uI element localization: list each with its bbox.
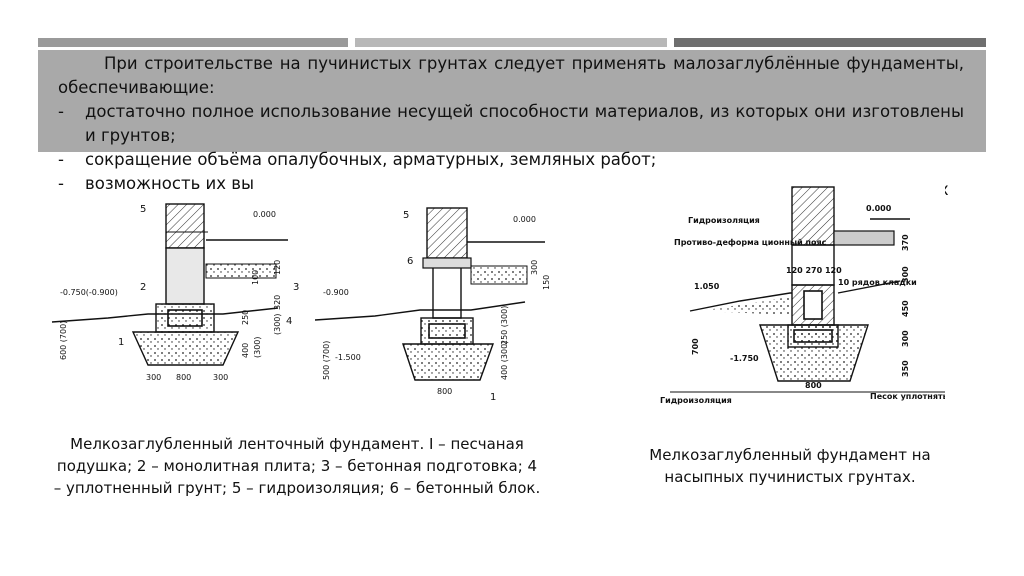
fig1-dim-300c: (300) [273, 313, 282, 335]
fig2-level-top: 0.000 [513, 215, 536, 224]
bullet-text: сокращение объёма опалубочных, арматурны… [85, 150, 657, 169]
fig1-label-2: 2 [140, 282, 146, 293]
fig3-belt-dims: 120 270 120 [786, 266, 842, 275]
fig2-label-5: 5 [403, 210, 409, 221]
fig1-dim-250: 250 [241, 310, 250, 325]
fig1-dim-400: 400 [241, 343, 250, 358]
bullet-item-2: - сокращение объёма опалубочных, арматурн… [58, 148, 964, 172]
fig2-label-6: 6 [407, 256, 413, 267]
figure-block-foundation: 5 6 1 0.000 -0.900 -1.500 800 500 (700) … [315, 207, 551, 403]
fig2-level-ground: -0.900 [323, 288, 349, 297]
bullet-dash: - [58, 150, 64, 169]
fig2-labels: 5 6 1 0.000 -0.900 -1.500 800 500 (700) … [322, 210, 551, 403]
header-bar-right [674, 38, 986, 47]
fig1-labels: 5 2 1 3 4 0.000 -0.750(-0.900) 300 800 3… [59, 204, 299, 382]
caption-fill-soil-foundation: Мелкозаглубленный фундамент на насыпных … [649, 446, 931, 486]
intro-paragraph: При строительстве на пучинистых грунтах … [58, 54, 964, 97]
bullet-dash: - [58, 174, 64, 193]
fig2-dim-500: 500 (700) [322, 341, 331, 380]
bullet-item-1: - достаточно полное использование несущей… [58, 100, 964, 148]
fig2-dim-150: 150 [542, 275, 551, 290]
fig3-level-bottom: -1.750 [730, 354, 759, 363]
fig3-belt: Противо-деформа ционный пояс [674, 238, 827, 247]
text-highlight-box [38, 50, 986, 152]
header-bar-left [38, 38, 348, 47]
bullet-item-3: - возможность их вы [58, 172, 964, 196]
fig1-dim-300b: 300 [213, 373, 228, 382]
fig3-hydro-bottom: Гидроизоляция [660, 396, 732, 405]
fig3-labels: Гидроизоляция Противо-деформа ционный по… [660, 204, 945, 405]
header-bar-middle [355, 38, 667, 47]
fig1-label-3: 3 [293, 282, 299, 293]
fig3-hydro-top: Гидроизоляция [688, 216, 760, 225]
fig1-dim-100: 100 [251, 270, 260, 285]
fig3-dim-800: 800 [805, 381, 822, 390]
fig3-dim-370: 370 [901, 234, 910, 251]
fig1-level-ground: -0.750(-0.900) [60, 288, 118, 297]
fig2-label-1: 1 [490, 392, 496, 403]
fig2-dim-250: 250 (300) [500, 306, 509, 345]
fig3-dim-700: 700 [691, 338, 700, 355]
fig1-dim-300a: 300 [146, 373, 161, 382]
fig3-level-ground: 1.050 [694, 282, 720, 291]
fig3-dim-300: 300 [901, 266, 910, 283]
fig2-dim-800: 800 [437, 387, 452, 396]
fig1-dim-320: 320 [273, 295, 282, 310]
body-text: При строительстве на пучинистых грунтах … [58, 52, 964, 196]
fig1-label-5: 5 [140, 204, 146, 215]
fig1-dim-120: 120 [273, 260, 282, 275]
fig2-dim-300: 300 [530, 260, 539, 275]
caption-strip-foundation: Мелкозаглубленный ленточный фундамент. I… [53, 435, 541, 497]
fig3-dim-300b: 300 [901, 330, 910, 347]
fig2-dim-400: 400 (300) [500, 341, 509, 380]
fig1-label-1: 1 [118, 337, 124, 348]
fig3-sand: Песок уплотнять [870, 392, 945, 401]
fig3-dim-450: 450 [901, 300, 910, 317]
fig1-label-4: 4 [286, 316, 292, 327]
fig1-level-top: 0.000 [253, 210, 276, 219]
fig3-level-top: 0.000 [866, 204, 892, 213]
figure-strip-foundation: 5 2 1 3 4 0.000 -0.750(-0.900) 300 800 3… [51, 203, 299, 382]
fig1-dim-350: (300) [253, 336, 262, 358]
fig1-dim-800: 800 [176, 373, 191, 382]
figure-fill-soil-foundation: Гидроизоляция Противо-деформа ционный по… [660, 185, 945, 413]
fig3-rows: 10 рядов кладки [838, 278, 917, 287]
bullet-text: возможность их вы [85, 174, 255, 193]
fig2-level-bottom: -1.500 [335, 353, 361, 362]
fig3-dim-350: 350 [901, 360, 910, 377]
bullet-dash: - [58, 102, 64, 121]
fig1-dim-600: 600 (700) [59, 321, 68, 360]
bullet-text: достаточно полное использование несущей … [85, 102, 964, 145]
